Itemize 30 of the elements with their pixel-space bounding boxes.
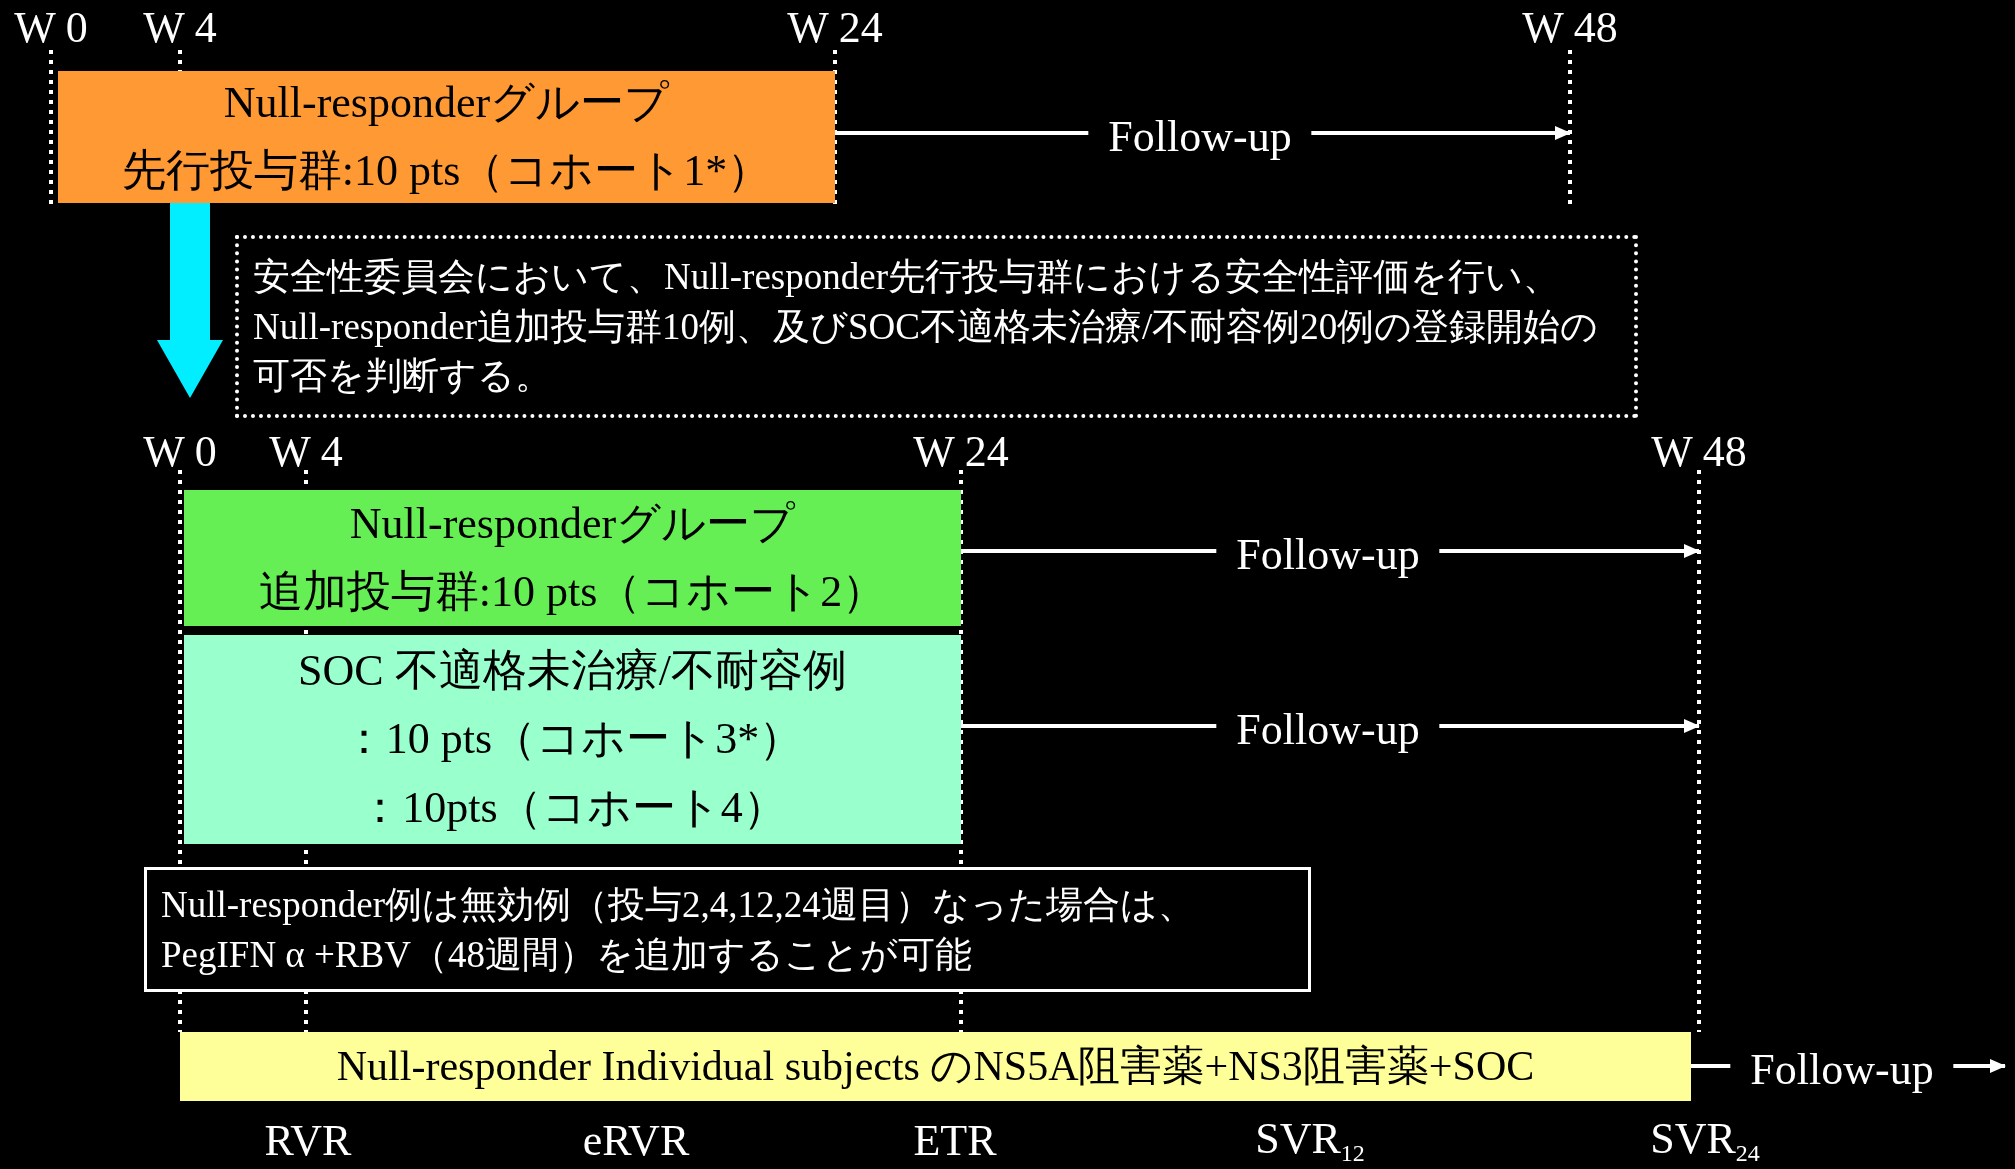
- box-text: Null-responderグループ: [223, 76, 670, 129]
- block-arrow: [157, 203, 223, 398]
- box-text: Null-responder例は無効例（投与2,4,12,24週目）なった場合は、PegIFN α +RBV（48週間）を追加することが可能: [161, 882, 1196, 977]
- week-label: W 48: [1522, 6, 1618, 50]
- milestone-label: eRVR: [582, 1119, 690, 1163]
- milestone-label: SVR$_{12}$: [1255, 1117, 1365, 1165]
- week-label: W 0: [14, 6, 88, 50]
- week-label: W 48: [1651, 430, 1747, 474]
- week-label: W 24: [787, 6, 883, 50]
- box-text: 安全性委員会において、Null-responder先行投与群における安全性評価を行い、Null-responder追加投与群10例、及びSOC不適格未治療/不耐容例20例の登録開始の可否を判断する。: [253, 254, 1600, 399]
- week-label: W 24: [913, 430, 1009, 474]
- milestone-label: RVR: [264, 1119, 352, 1163]
- week-label: W 0: [143, 430, 217, 474]
- milestone-label: SVR$_{24}$: [1650, 1117, 1760, 1165]
- box-text: Null-responderグループ: [349, 497, 796, 550]
- box-text: ：10 pts（コホート3*）: [341, 713, 804, 766]
- box-text: ：10pts（コホート4）: [358, 781, 787, 834]
- cohort-bar: [184, 635, 961, 844]
- note-box: [235, 235, 1638, 418]
- cohort-bar: [184, 490, 961, 626]
- cohort-bar: [58, 71, 835, 203]
- treatment-bar: [180, 1032, 1691, 1101]
- milestone-label: ETR: [913, 1119, 997, 1163]
- box-text: Null-responder Individual subjects のNS5A阻害薬+NS3阻害薬+SOC: [336, 1042, 1535, 1092]
- box-text: SOC 不適格未治療/不耐容例: [298, 645, 847, 698]
- week-label: W 4: [269, 430, 343, 474]
- note-box: [144, 867, 1311, 992]
- box-text: 追加投与群:10 pts（コホート2）: [258, 566, 887, 618]
- week-label: W 4: [143, 6, 217, 50]
- box-text: 先行投与群:10 pts（コホート1*）: [121, 145, 772, 197]
